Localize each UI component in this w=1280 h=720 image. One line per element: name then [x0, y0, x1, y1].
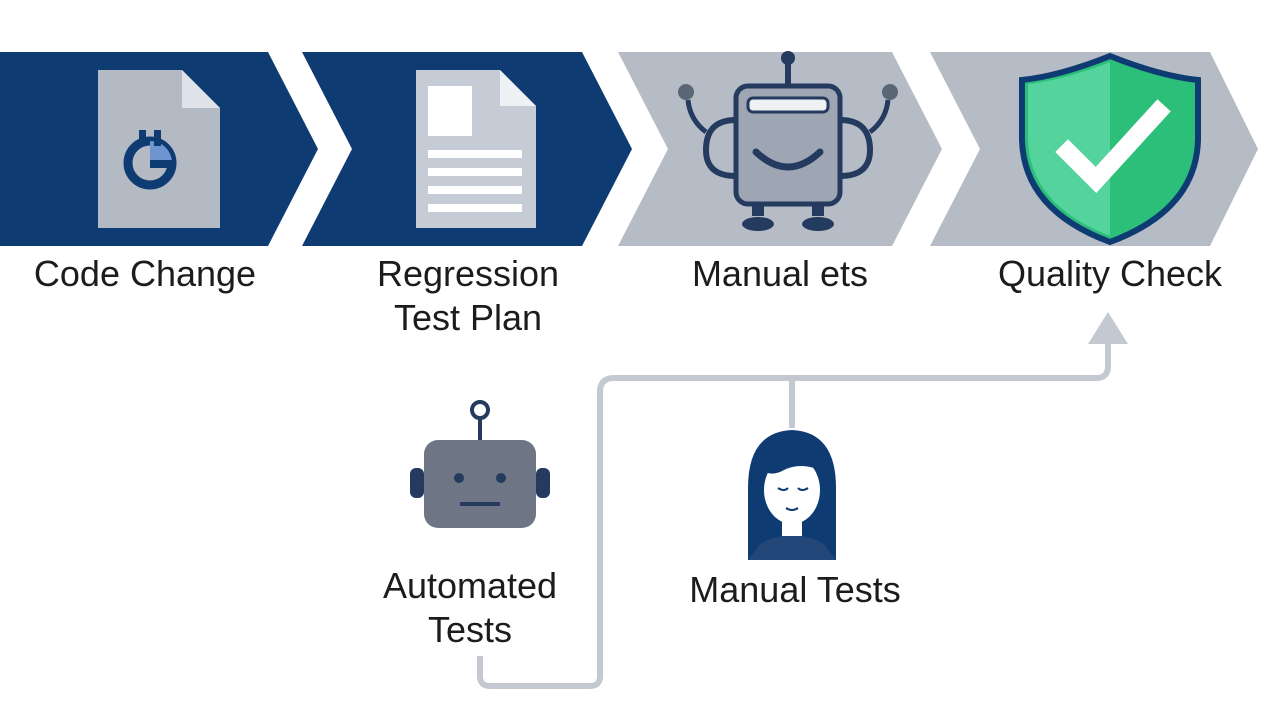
test-plan-document-icon: [416, 70, 536, 228]
arrow-head: [1088, 312, 1128, 344]
step-4-label: Quality Check: [997, 253, 1223, 294]
manual-tests-label: Manual Tests: [689, 569, 901, 610]
automated-tests-label-line2: Tests: [427, 609, 513, 650]
automated-tests-label: Automated Tests: [340, 564, 600, 652]
step-3-label: Manual ets: [691, 253, 869, 294]
step-2-label: Regression Test Plan: [330, 252, 606, 340]
step-1-label: Code Change: [33, 253, 257, 294]
robot-icon: [410, 400, 550, 528]
robot-icon: [678, 51, 898, 231]
step-2-label-line2: Test Plan: [393, 297, 543, 338]
shield-check-icon: [1019, 52, 1201, 246]
person-icon: [748, 430, 836, 560]
connector-lines: [477, 340, 1111, 689]
automated-tests-label-line1: Automated: [382, 565, 558, 606]
step-2-label-line1: Regression: [376, 253, 560, 294]
code-document-icon: [98, 70, 220, 228]
